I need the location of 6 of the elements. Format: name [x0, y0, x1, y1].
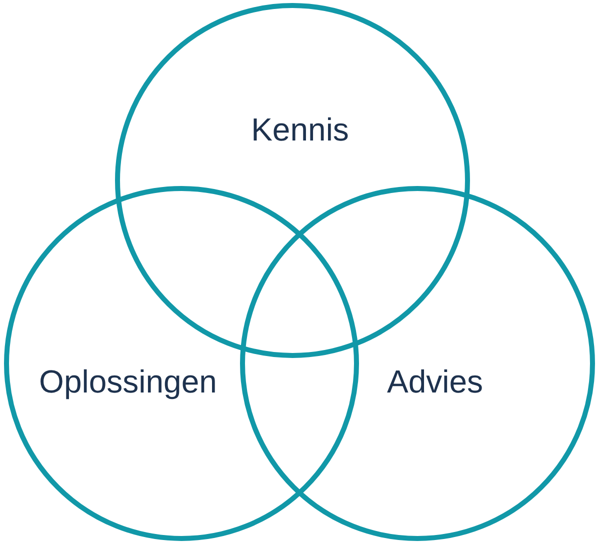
venn-circle [115, 3, 470, 358]
circle-label: Oplossingen [39, 364, 217, 400]
venn-circle [240, 186, 595, 541]
venn-circle [4, 186, 359, 541]
circle-label: Advies [386, 364, 484, 400]
circle-label: Kennis [251, 112, 349, 148]
